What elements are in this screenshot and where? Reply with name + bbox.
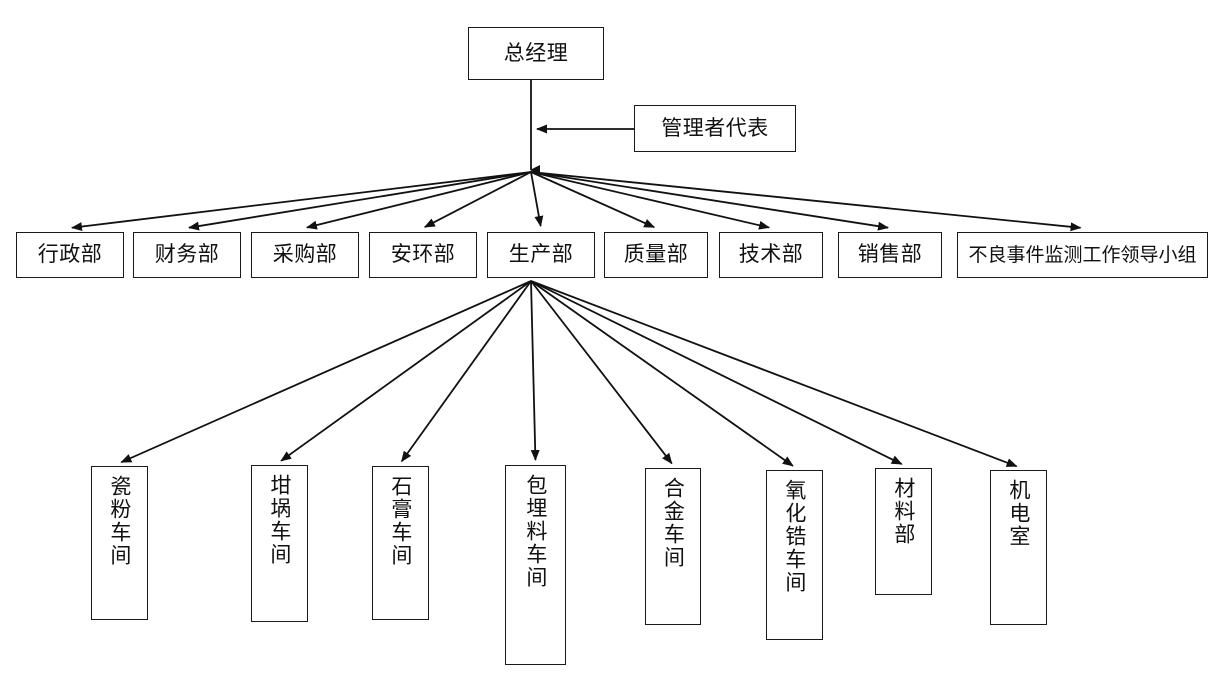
connector-line xyxy=(530,280,794,467)
node-department-8[interactable]: 销售部 xyxy=(838,232,942,278)
connector-line xyxy=(120,280,532,464)
node-workshop-6[interactable]: 氧化锆车间 xyxy=(766,470,823,640)
connector-line xyxy=(530,280,673,465)
node-department-2[interactable]: 财务部 xyxy=(133,232,241,278)
node-label: 氧化锆车间 xyxy=(782,479,807,594)
node-label: 不良事件监测工作领导小组 xyxy=(968,243,1197,266)
connector-line xyxy=(305,171,532,230)
node-department-4[interactable]: 安环部 xyxy=(369,232,477,278)
connector-line xyxy=(530,280,1018,468)
connector-line xyxy=(530,171,544,228)
node-label: 包埋料车间 xyxy=(523,474,548,589)
node-label: 材料部 xyxy=(891,477,916,546)
node-label: 采购部 xyxy=(272,242,338,267)
connector-line xyxy=(400,280,532,463)
connector-line xyxy=(423,171,532,228)
node-label: 坩埚车间 xyxy=(267,474,292,566)
node-label: 销售部 xyxy=(857,242,923,267)
node-label: 技术部 xyxy=(738,242,804,267)
connector-line xyxy=(70,171,532,232)
node-label: 总经理 xyxy=(503,40,569,65)
node-department-3[interactable]: 采购部 xyxy=(251,232,359,278)
node-workshop-3[interactable]: 石膏车间 xyxy=(372,466,429,620)
connector-line xyxy=(530,171,890,231)
node-label: 安环部 xyxy=(390,242,456,267)
node-label: 石膏车间 xyxy=(388,475,413,567)
node-department-5[interactable]: 生产部 xyxy=(487,232,595,278)
connector-line xyxy=(530,280,903,465)
node-label: 行政部 xyxy=(37,242,103,267)
node-department-7[interactable]: 技术部 xyxy=(719,232,823,278)
node-management-representative[interactable]: 管理者代表 xyxy=(634,105,796,152)
production-connectors xyxy=(120,280,1018,468)
top-connectors xyxy=(70,80,1082,232)
node-label: 机电室 xyxy=(1006,479,1031,548)
node-workshop-2[interactable]: 坩埚车间 xyxy=(251,465,308,622)
node-general-manager[interactable]: 总经理 xyxy=(468,27,604,80)
connector-line xyxy=(280,280,532,462)
node-workshop-8[interactable]: 机电室 xyxy=(990,470,1047,625)
connector-line xyxy=(530,171,771,230)
node-department-1[interactable]: 行政部 xyxy=(16,232,124,278)
node-label: 管理者代表 xyxy=(661,115,769,140)
connector-line xyxy=(530,171,656,229)
node-workshop-1[interactable]: 瓷粉车间 xyxy=(91,466,148,620)
node-label: 质量部 xyxy=(623,242,689,267)
node-label: 合金车间 xyxy=(661,477,686,569)
node-department-6[interactable]: 质量部 xyxy=(604,232,708,278)
node-department-9[interactable]: 不良事件监测工作领导小组 xyxy=(957,232,1208,278)
node-label: 生产部 xyxy=(508,242,574,267)
node-workshop-4[interactable]: 包埋料车间 xyxy=(505,465,566,665)
connector-line xyxy=(530,171,1082,232)
connector-line xyxy=(530,280,540,462)
node-workshop-5[interactable]: 合金车间 xyxy=(645,468,701,625)
node-workshop-7[interactable]: 材料部 xyxy=(875,468,932,595)
node-label: 财务部 xyxy=(154,242,220,267)
node-label: 瓷粉车间 xyxy=(107,475,132,567)
connector-line xyxy=(187,171,532,231)
